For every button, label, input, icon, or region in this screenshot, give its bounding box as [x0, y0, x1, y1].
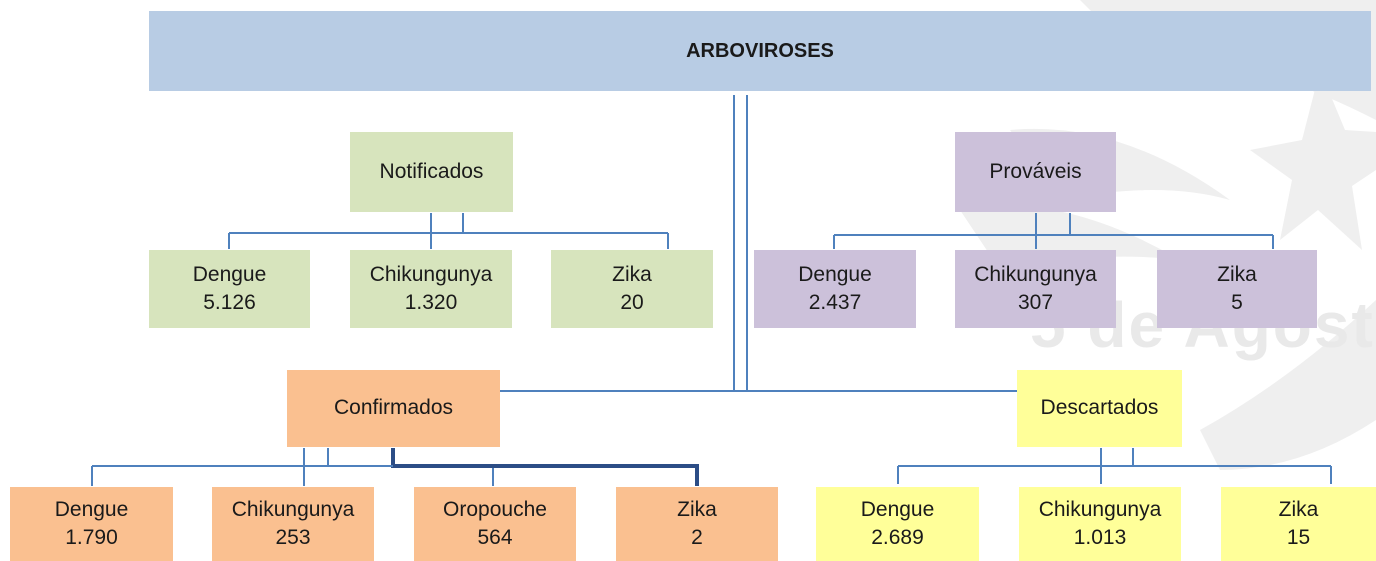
confirmados-node: Confirmados	[287, 370, 500, 447]
item-value: 2	[691, 526, 703, 549]
notificados-node: Notificados	[350, 132, 513, 212]
item-name: Dengue	[192, 262, 267, 286]
descartados-zika-node: Zika 15	[1221, 487, 1376, 561]
item-name: Zika	[1278, 497, 1319, 521]
item-value: 1.013	[1073, 526, 1127, 549]
provaveis-dengue-node: Dengue 2.437	[754, 250, 916, 328]
item-name: Zika	[677, 497, 717, 521]
notificados-label: Notificados	[379, 159, 484, 183]
descartados-chikungunya-node: Chikungunya 1.013	[1019, 487, 1181, 561]
item-value: 5.126	[203, 291, 256, 314]
provaveis-node: Prováveis	[955, 132, 1116, 212]
item-value: 564	[477, 526, 513, 549]
confirmados-oropouche-node: Oropouche 564	[414, 487, 576, 561]
confirmados-chikungunya-node: Chikungunya 253	[212, 487, 374, 561]
confirmados-label: Confirmados	[333, 396, 454, 420]
item-value: 1.320	[404, 291, 458, 314]
item-name: Dengue	[54, 497, 129, 521]
item-value: 15	[1286, 526, 1311, 549]
diagram-title: ARBOVIROSES	[149, 11, 1371, 91]
descartados-node: Descartados	[1017, 370, 1182, 447]
item-name: Chikungunya	[974, 262, 1097, 286]
notificados-dengue-node: Dengue 5.126	[149, 250, 310, 328]
provaveis-label: Prováveis	[989, 159, 1082, 183]
item-value: 5	[1231, 291, 1243, 314]
diagram-title-text: ARBOVIROSES	[686, 39, 834, 62]
item-name: Zika	[612, 262, 652, 286]
descartados-dengue-node: Dengue 2.689	[816, 487, 979, 561]
item-name: Dengue	[860, 497, 935, 521]
notificados-zika-node: Zika 20	[551, 250, 713, 328]
provaveis-zika-node: Zika 5	[1157, 250, 1317, 328]
item-name: Oropouche	[443, 497, 547, 521]
item-name: Dengue	[798, 262, 872, 286]
confirmados-zika-node: Zika 2	[616, 487, 778, 561]
item-value: 307	[1017, 291, 1054, 314]
item-value: 1.790	[65, 526, 118, 549]
item-name: Chikungunya	[1038, 497, 1162, 521]
notificados-chikungunya-node: Chikungunya 1.320	[350, 250, 512, 328]
descartados-label: Descartados	[1040, 396, 1159, 420]
item-name: Chikungunya	[369, 262, 493, 286]
item-name: Zika	[1217, 262, 1257, 286]
provaveis-chikungunya-node: Chikungunya 307	[955, 250, 1116, 328]
item-value: 20	[620, 291, 644, 314]
item-value: 2.689	[871, 526, 924, 549]
item-name: Chikungunya	[231, 497, 355, 521]
item-value: 253	[275, 526, 311, 549]
item-value: 2.437	[808, 291, 862, 314]
confirmados-dengue-node: Dengue 1.790	[10, 487, 173, 561]
